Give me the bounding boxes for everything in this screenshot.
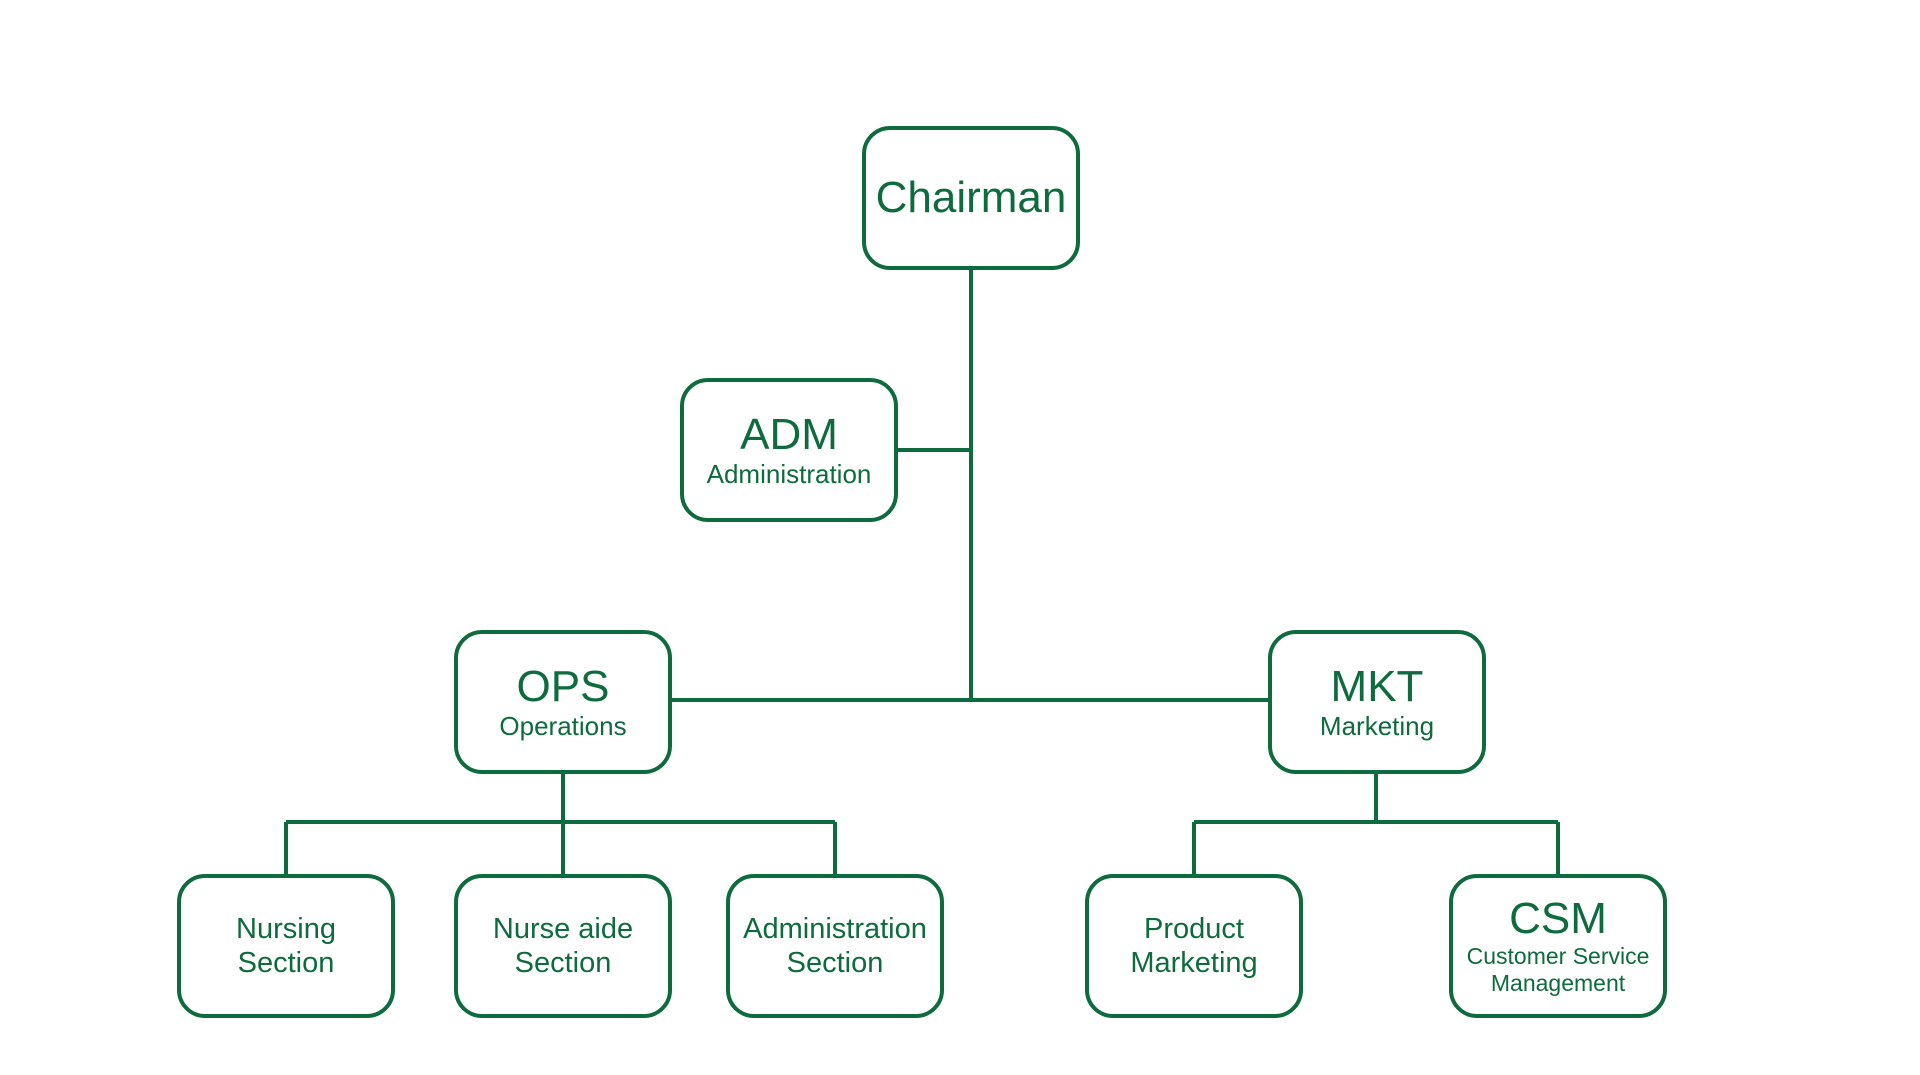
csm-abbr: CSM — [1509, 894, 1607, 943]
admin-section-label-line2: Section — [786, 947, 884, 979]
mkt-abbr: MKT — [1330, 662, 1424, 711]
nursing-section-node: Nursing Section — [177, 874, 395, 1018]
nursing-label-line1: Nursing — [236, 913, 336, 945]
adm-abbr: ADM — [740, 410, 838, 459]
chairman-node: Chairman — [862, 126, 1080, 270]
mkt-node: MKT Marketing — [1268, 630, 1486, 774]
product-marketing-label-line2: Marketing — [1130, 947, 1258, 979]
mkt-full-name: Marketing — [1319, 711, 1435, 741]
csm-node: CSM Customer Service Management — [1449, 874, 1667, 1018]
administration-section-node: Administration Section — [726, 874, 944, 1018]
product-marketing-label-line1: Product — [1144, 913, 1244, 945]
nurse-aide-section-node: Nurse aide Section — [454, 874, 672, 1018]
nursing-label-line2: Section — [237, 947, 335, 979]
nurse-aide-label-line2: Section — [514, 947, 612, 979]
ops-full-name: Operations — [499, 711, 627, 741]
ops-abbr: OPS — [516, 662, 610, 711]
admin-section-label-line1: Administration — [743, 913, 927, 945]
adm-full-name: Administration — [706, 459, 872, 489]
chairman-label: Chairman — [875, 173, 1067, 222]
product-marketing-node: Product Marketing — [1085, 874, 1303, 1018]
csm-full-name-line2: Management — [1490, 970, 1626, 996]
nurse-aide-label-line1: Nurse aide — [492, 913, 634, 945]
ops-node: OPS Operations — [454, 630, 672, 774]
adm-node: ADM Administration — [680, 378, 898, 522]
csm-full-name-line1: Customer Service — [1466, 943, 1650, 969]
